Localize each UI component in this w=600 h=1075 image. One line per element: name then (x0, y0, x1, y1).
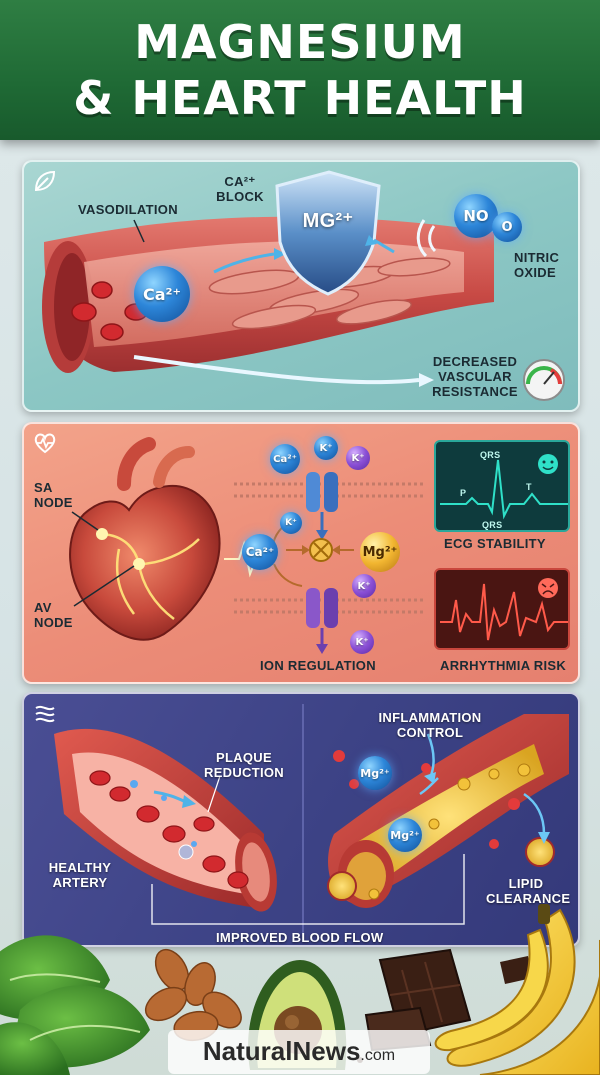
inflammation-control-label: INFLAMMATION CONTROL (378, 710, 482, 740)
improved-blood-flow-label: IMPROVED BLOOD FLOW (216, 930, 384, 945)
artery-health-panel: PLAQUE REDUCTION HEALTHY ARTERY INFLAMMA… (22, 692, 580, 947)
potassium-ion-mid: K⁺ (280, 512, 302, 534)
heart-rhythm-panel: SA NODE AV NODE Ca²⁺ K⁺ K⁺ K⁺ Ca²⁺ Mg²⁺ … (22, 422, 580, 684)
qrs-top-label: QRS (480, 450, 501, 460)
calcium-ion-top: Ca²⁺ (270, 444, 300, 474)
ecg-arrhythmia-monitor (434, 568, 570, 650)
heart-illustration (69, 437, 424, 654)
vasodilation-label: VASODILATION (78, 202, 178, 217)
title-line-2: & HEART HEALTH (73, 71, 527, 125)
almonds (144, 948, 242, 1042)
brand-name: NaturalNews (202, 1036, 361, 1066)
brand-suffix: .com (360, 1047, 396, 1064)
av-node-label: AV NODE (34, 600, 73, 630)
magnesium-ion-1: Mg²⁺ (358, 756, 392, 790)
magnesium-ion-2: Mg²⁺ (388, 818, 422, 852)
title-banner: MAGNESIUM & HEART HEALTH (0, 0, 600, 140)
magnesium-foods-illustration (0, 904, 600, 1075)
mg-shield-label: Mg²⁺ (302, 210, 354, 232)
potassium-ion-low-2: K⁺ (350, 630, 374, 654)
potassium-ion-top-1: K⁺ (314, 436, 338, 460)
ecg-stable-trace (440, 454, 568, 520)
arrhythmia-risk-label: ARRHYTHMIA RISK (440, 658, 567, 673)
lipid-clearance-label: LIPID CLEARANCE (486, 876, 571, 906)
title-line-1: MAGNESIUM (134, 15, 466, 69)
potassium-ion-low-1: K⁺ (352, 574, 376, 598)
ecg-arrhythmia-trace (440, 578, 568, 641)
bananas (434, 904, 600, 1075)
p-wave-label: P (460, 488, 467, 498)
healthy-artery-label: HEALTHY ARTERY (48, 860, 112, 890)
t-wave-label: T (526, 482, 532, 492)
decreased-resistance-label: DECREASED VASCULAR RESISTANCE (432, 354, 518, 399)
ion-regulation-label: ION REGULATION (260, 658, 376, 673)
potassium-ion-top-2: K⁺ (346, 446, 370, 470)
flow-icon (35, 705, 55, 723)
ecg-stable-monitor: QRS P T QRS (434, 440, 570, 532)
ecg-stability-label: ECG STABILITY (444, 536, 546, 551)
spinach (0, 935, 150, 1075)
gauge-icon (523, 359, 565, 401)
ca-block-label: Ca²⁺ BLOCK (216, 174, 264, 204)
leaf-icon (34, 170, 56, 192)
sa-node-label: SA NODE (34, 480, 73, 510)
no-molecule: NO (454, 194, 498, 238)
nitric-oxide-label: NITRIC OXIDE (514, 250, 560, 280)
artery-illustration (42, 170, 565, 401)
vasodilation-panel: Ca²⁺ BLOCK VASODILATION Mg²⁺ Ca²⁺ NO O N… (22, 160, 580, 412)
oxygen-atom: O (492, 212, 522, 242)
qrs-bottom-label: QRS (482, 520, 503, 530)
calcium-ion-mid: Ca²⁺ (242, 534, 278, 570)
artery-comparison-illustration (54, 704, 569, 934)
calcium-ion: Ca²⁺ (134, 266, 190, 322)
magnesium-ion-mid: Mg²⁺ (360, 532, 400, 572)
heart-pulse-icon (34, 433, 56, 454)
brand-watermark: NaturalNews .com (168, 1030, 430, 1074)
plaque-reduction-label: PLAQUE REDUCTION (204, 750, 284, 780)
